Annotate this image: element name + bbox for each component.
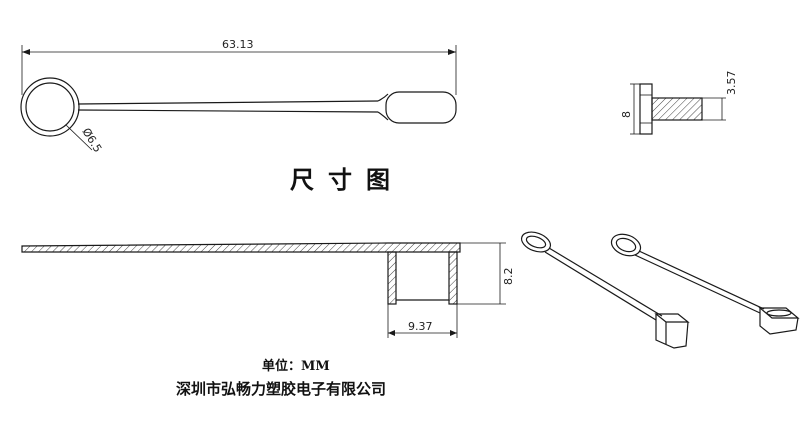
isometric-view-2 [610,233,800,335]
ring-outer [20,77,80,137]
company-name: 深圳市弘畅力塑胶电子有限公司 [176,380,387,398]
unit-label: 单位：MM [262,359,330,374]
page-title: 尺寸图 [290,166,404,194]
section-width-label: 9.37 [408,320,433,333]
iso1-ring-inner [525,235,547,249]
section-height-label: 8.2 [502,268,515,286]
iso1-strap-bottom [544,251,657,321]
iso2-ring-outer [610,233,642,257]
side-height-label: 8 [620,111,633,118]
side-view: 8 3.57 [620,71,738,135]
top-view: 63.13 Ø6.5 [20,38,457,155]
side-flange [639,83,653,135]
section-wall-right [448,251,458,305]
iso2-strap-bottom [634,254,761,314]
ring-diameter-label: Ø6.5 [79,126,104,155]
side-plug-body [651,97,703,121]
section-strap [21,242,461,253]
strap-edge-top [77,100,379,105]
arrow-right [448,49,456,55]
iso2-plug-body [759,308,799,335]
iso1-strap-top [548,247,663,317]
section-wall-left [387,251,397,305]
iso1-plug-body [655,314,689,349]
strap-edge-bottom [77,109,379,113]
side-plug-length-label: 3.57 [725,71,738,96]
iso2-ring-inner [615,237,637,253]
ring-inner [25,82,75,132]
tab-neck [377,93,389,121]
iso2-plug-opening [766,309,792,317]
diameter-leader [65,124,93,151]
arrow-left [22,49,30,55]
section-view: 8.2 9.37 [21,242,515,338]
isometric-view-1 [520,231,690,349]
iso1-ring-outer [520,231,552,253]
overall-length-label: 63.13 [222,38,254,51]
pull-tab [385,91,457,124]
iso2-strap-top [638,250,765,310]
